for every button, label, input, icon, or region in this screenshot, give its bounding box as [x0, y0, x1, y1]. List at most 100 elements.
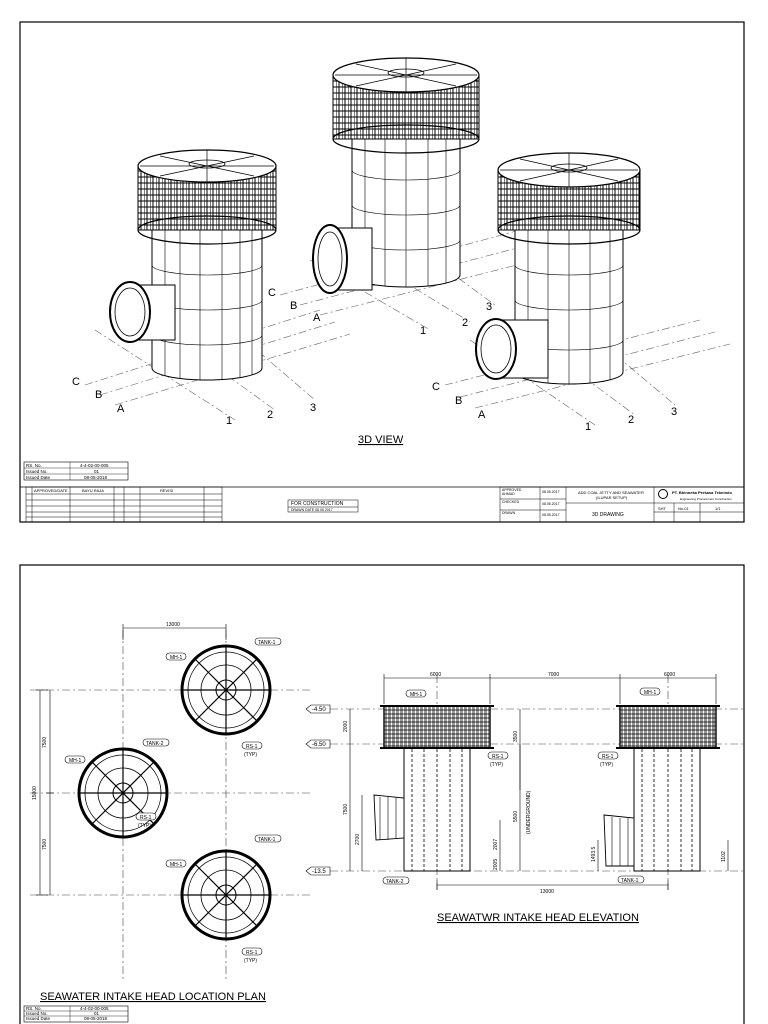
axis-label-3: 3 [671, 406, 677, 418]
axis-label-a: A [313, 312, 321, 324]
dim-width-2: 7000 [548, 672, 559, 678]
stamp-title: FOR CONSTRUCTION [291, 501, 344, 507]
axis-label-2: 2 [267, 409, 273, 421]
sheet-label: SHT [658, 506, 667, 511]
tag-mh-1: MH-1 [410, 692, 422, 698]
dim-left-b: 7500 [42, 839, 48, 850]
axis-label-3: 3 [486, 301, 492, 313]
tag-rs-1: RS-1 [246, 744, 258, 750]
rev-cell: Issued No. [26, 469, 48, 474]
dim-h-mid: 7500 [343, 804, 349, 815]
approval-name: AHMAD [502, 492, 515, 496]
rev-table-2: RS. No. 4-4-02-00-005 Issued No. 01 Issu… [23, 1005, 129, 1023]
approval-date: 08.05.2017 [542, 502, 560, 506]
axis-label-3: 3 [310, 402, 316, 414]
dim-h-top: 2000 [343, 721, 349, 732]
sheet-3d-view: C B A 1 2 3 C B A 1 2 3 C B A 1 2 3 3D V… [19, 21, 745, 523]
dim-left-total: 15000 [32, 786, 38, 800]
sheet-number: No.01 [678, 506, 689, 511]
project-title: ADD COAL JETTY AND SEAWATER [578, 490, 644, 495]
level-top: -4.50 [312, 707, 326, 713]
dim-h-under: 5500 [513, 811, 519, 822]
view-title: 3D VIEW [358, 434, 404, 446]
tag-tank-2: TANK-2 [146, 741, 164, 747]
intake-tower-left [109, 149, 277, 381]
dim-top: 13000 [166, 622, 180, 628]
plan-tags: TANK-1 MH-1 RS-1 (TYP) TANK-2 MH-1 RS-1 … [64, 637, 282, 964]
rev-cell: Issued Date [26, 475, 51, 480]
elevation-dim-text: 6000 7000 6000 2000 7500 2700 3500 5500 … [343, 672, 727, 895]
tag-mh-1: MH-1 [69, 758, 81, 764]
dim-width-3: 6000 [664, 672, 675, 678]
axis-label-1: 1 [585, 421, 591, 433]
axis-labels: C B A 1 2 3 C B A 1 2 3 C B A 1 2 3 [72, 287, 677, 433]
approval-date: 08.05.2017 [542, 490, 560, 494]
tag-rs-1: RS-1 [140, 815, 152, 821]
project-subtitle: (ILUPAR SETUP) [596, 495, 628, 500]
tank-plan-3 [180, 849, 272, 941]
company-name: PT. Bhinneka Perkasa Teknindo [672, 490, 733, 495]
intake-tower-middle [312, 57, 480, 294]
approval-date: 08.05.2017 [542, 513, 560, 517]
tag-mh-1: MH-1 [170, 862, 182, 868]
axis-label-c: C [268, 287, 276, 299]
tag-tank-2: TANK-2 [386, 879, 404, 885]
elevation-tower-right [603, 705, 720, 872]
dim-under-note: (UNDERGROUND) [526, 790, 532, 834]
rev-cell: 4-4-02-00-005 [80, 463, 109, 468]
axis-label-1: 1 [226, 415, 232, 427]
tag-tank-1: TANK-1 [621, 878, 639, 884]
axis-label-b: B [455, 395, 462, 407]
dim-base: 13000 [540, 889, 554, 895]
stamp-line: DRAWN DATE 08.05.2017 [291, 508, 333, 512]
sheet-plan-elevation: 13000 15000 7500 7500 [19, 564, 745, 1024]
tag-rs-1: RS-1 [492, 754, 504, 760]
rev-table-1: RS. No. 4-4-02-00-005 Issued No. 01 Issu… [23, 461, 129, 481]
rev-cell: 01 [94, 1011, 100, 1016]
axis-label-c: C [72, 376, 80, 388]
plan-title: SEAWATER INTAKE HEAD LOCATION PLAN [40, 991, 266, 1003]
axis-label-1: 1 [420, 325, 426, 337]
rev-cell: Issued No. [26, 1011, 48, 1016]
dim-h-b2: 2005 [493, 859, 499, 870]
axis-label-a: A [117, 403, 125, 415]
tag-typ: (TYP) [138, 823, 151, 829]
revision-header: REVISI [160, 488, 173, 493]
tank-plan-1 [180, 644, 272, 736]
axis-label-2: 2 [462, 317, 468, 329]
sheet2-border [19, 564, 745, 1024]
elevation-tower-left [373, 705, 494, 872]
title-block-text-1: APPROVED/DATE BAYU RAJA REVISI FOR CONST… [34, 488, 733, 518]
rev-cell: Issued Date [26, 1016, 51, 1021]
company-logo [658, 489, 668, 499]
tag-rs-1: RS-1 [602, 754, 614, 760]
rev-cell: 4-4-02-00-005 [80, 1006, 109, 1011]
rev-cell: RS. No. [26, 1006, 42, 1011]
tag-typ: (TYP) [244, 958, 257, 964]
sheet-of: 1/1 [715, 506, 721, 511]
plan-dim-text: 13000 15000 7500 7500 [32, 622, 180, 850]
tag-rs-1: RS-1 [246, 950, 258, 956]
tag-mh-1: MH-1 [644, 690, 656, 696]
dim-h-b1: 2007 [493, 839, 499, 850]
elevation-tags: MH-1 MH-1 RS-1 (TYP) RS-1 (TYP) TANK-2 T… [382, 687, 661, 885]
approval-role: DRAWN [502, 511, 516, 515]
dim-width-1: 6000 [430, 672, 441, 678]
axis-label-b: B [95, 389, 102, 401]
drawing-title: 3D DRAWING [592, 512, 624, 518]
axis-label-a: A [478, 409, 486, 421]
dim-h-r: 3500 [513, 731, 519, 742]
tag-tank-1: TANK-1 [258, 837, 276, 843]
tag-mh-1: MH-1 [170, 655, 182, 661]
level-mid: -6.50 [312, 742, 326, 748]
tag-tank-1: TANK-1 [258, 640, 276, 646]
rev-cell: 08-05-2018 [84, 475, 108, 480]
elevation-dimensions [349, 674, 729, 890]
tag-typ: (TYP) [244, 752, 257, 758]
tank-plan-2 [77, 747, 169, 839]
tag-typ: (TYP) [600, 762, 613, 768]
level-markers: -4.50 -6.50 -13.5 [305, 704, 331, 876]
level-bottom: -13.5 [312, 869, 326, 875]
sheet1-border [19, 21, 745, 523]
